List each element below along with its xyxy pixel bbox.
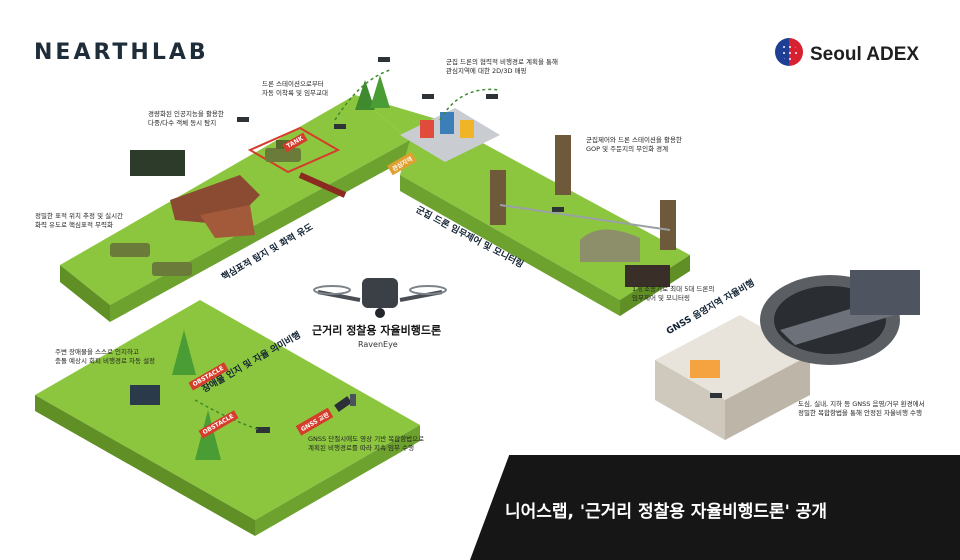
village [400, 108, 500, 162]
satellite-icon [334, 394, 356, 412]
strip-obstacle [35, 300, 420, 536]
note-indoor-gnss: 도심, 실내, 지하 등 GNSS 음영/거부 환경에서 정밀한 복합항법을 통… [798, 400, 925, 417]
raveneye-drone-illustration [313, 278, 447, 318]
drone-markers [237, 57, 722, 433]
inset-ai-detection [130, 150, 185, 176]
headline-banner [470, 455, 960, 560]
inset-obstacle-map [130, 385, 160, 405]
hangar [580, 229, 640, 262]
nearthlab-logo: NEARTHLAB [34, 40, 209, 65]
watchtowers [490, 135, 676, 250]
seoul-adex-emblem-icon [775, 38, 803, 66]
note-gop: 군집제어와 드론 스테이션을 활용한 GOP 및 주둔지의 무인화 경계 [586, 136, 682, 153]
earthwork [170, 175, 260, 238]
note-ai-detection: 경량화된 인공지능을 활용한 다중/다수 객체 동시 탐지 [148, 110, 224, 127]
tank-icons [110, 140, 301, 276]
seoul-adex-logo: Seoul ADEX [810, 44, 920, 65]
drone-model: RavenEye [358, 340, 398, 349]
drone-name: 근거리 정찰용 자율비행드론 [312, 324, 442, 337]
note-target-track: 정밀한 표적 위치 추정 및 실시간 화력 유도로 핵심표적 무력화 [35, 212, 124, 229]
headline-text: 니어스랩, '근거리 정찰용 자율비행드론' 공개 [505, 502, 828, 522]
inset-multi-monitor [625, 265, 670, 287]
tunnel-scene [760, 275, 900, 365]
note-multi-control: 1개 조종기로 최대 5대 드론의 임무제어 및 모니터링 [632, 285, 715, 302]
note-gnss-loss: GNSS 단절시에도 영상 기반 복합항법으로 계획된 비행경로를 따라 지속 … [308, 435, 425, 452]
target-marker [247, 126, 347, 198]
note-obstacle-avoid: 주변 장애물을 스스로 인지하고 충돌 예상시 회피 비행경로 자동 설정 [55, 348, 156, 365]
note-swarm-path: 군집 드론의 협력적 비행경로 계획을 통해 관심지역에 대한 2D/3D 매핑 [446, 58, 558, 75]
note-station-launch: 드론 스테이션으로부터 자동 이착륙 및 임무교대 [262, 80, 328, 97]
inset-tunnel-view [850, 270, 920, 315]
